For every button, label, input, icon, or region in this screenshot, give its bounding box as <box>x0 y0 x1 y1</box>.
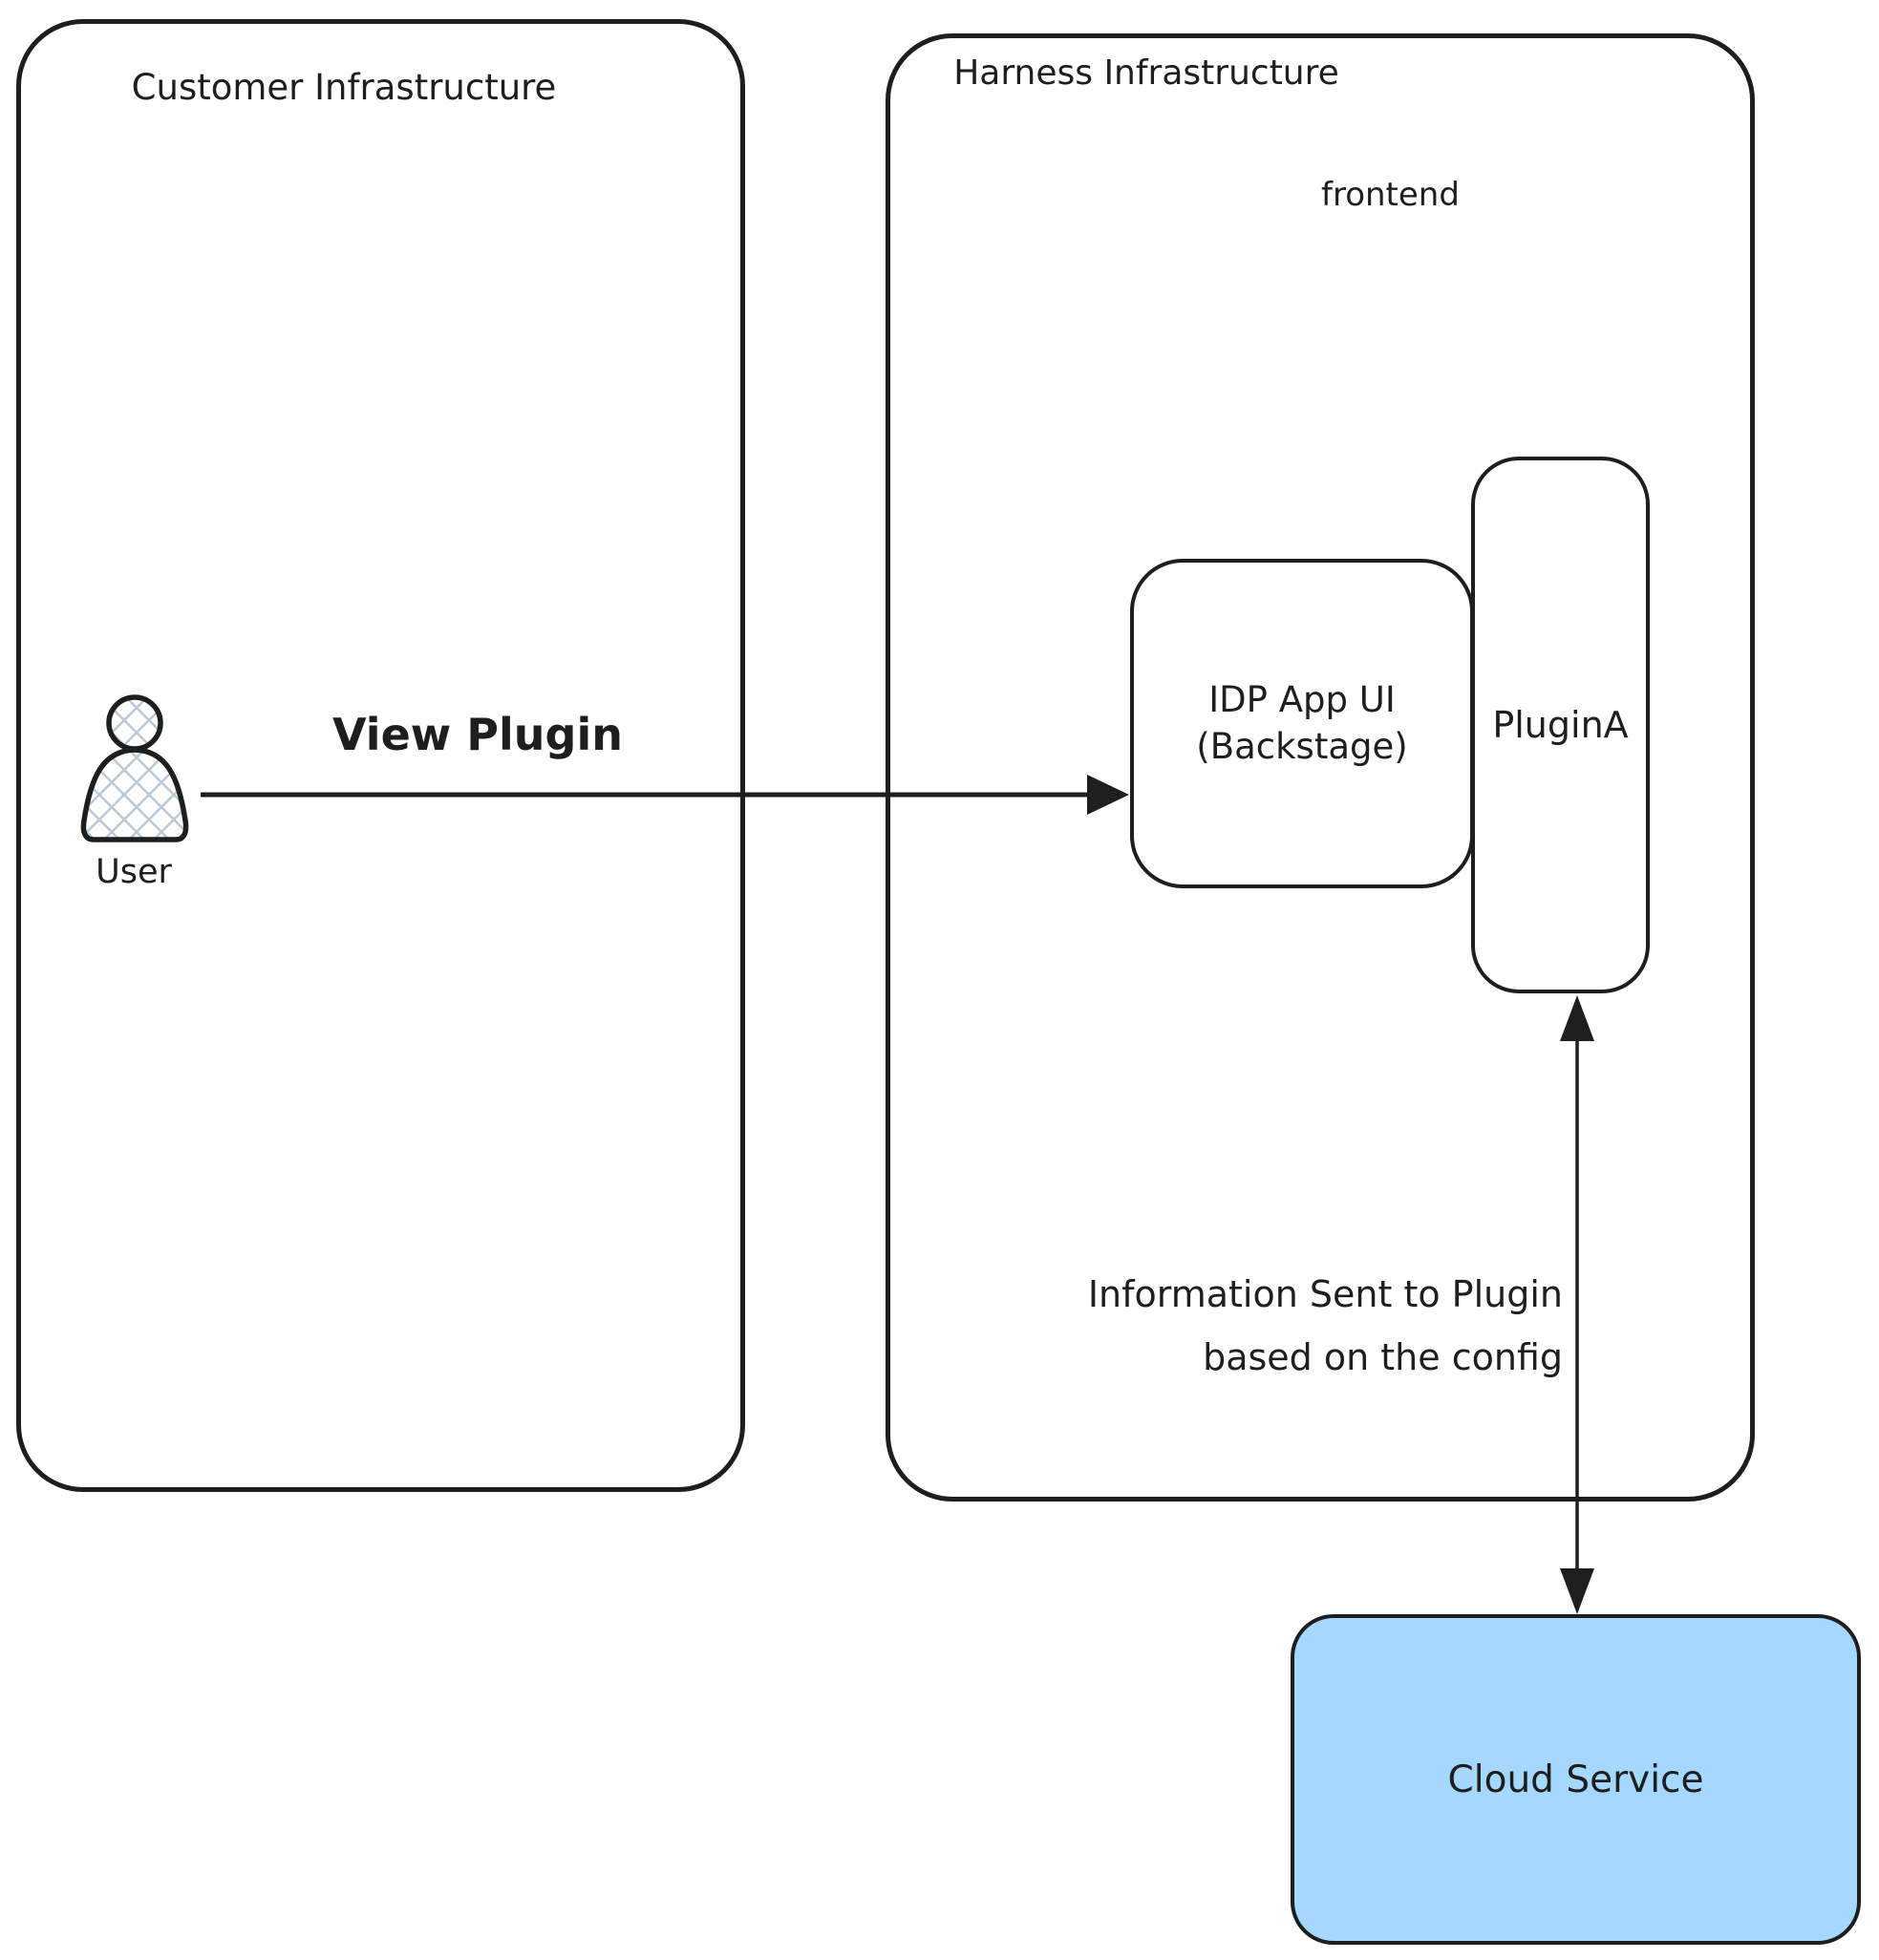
idp-app-ui-label: IDP App UI(Backstage) <box>1196 679 1408 767</box>
cloud-service-node: Cloud Service <box>1291 1614 1861 1945</box>
harness-infrastructure-title: Harness Infrastructure <box>953 53 1339 93</box>
user-icon <box>80 694 189 842</box>
view-plugin-arrow <box>201 775 1129 815</box>
view-plugin-arrow-label: View Plugin <box>332 709 623 760</box>
plugin-cloud-arrow <box>1560 995 1594 1614</box>
cloud-service-label: Cloud Service <box>1447 1758 1704 1801</box>
frontend-label: frontend <box>1321 176 1460 214</box>
customer-infrastructure-title: Customer Infrastructure <box>131 67 557 108</box>
plugin-a-label: PluginA <box>1492 704 1629 746</box>
plugin-a-node: PluginA <box>1471 457 1650 993</box>
user-label: User <box>96 853 172 891</box>
idp-app-ui-node: IDP App UI(Backstage) <box>1130 559 1474 888</box>
